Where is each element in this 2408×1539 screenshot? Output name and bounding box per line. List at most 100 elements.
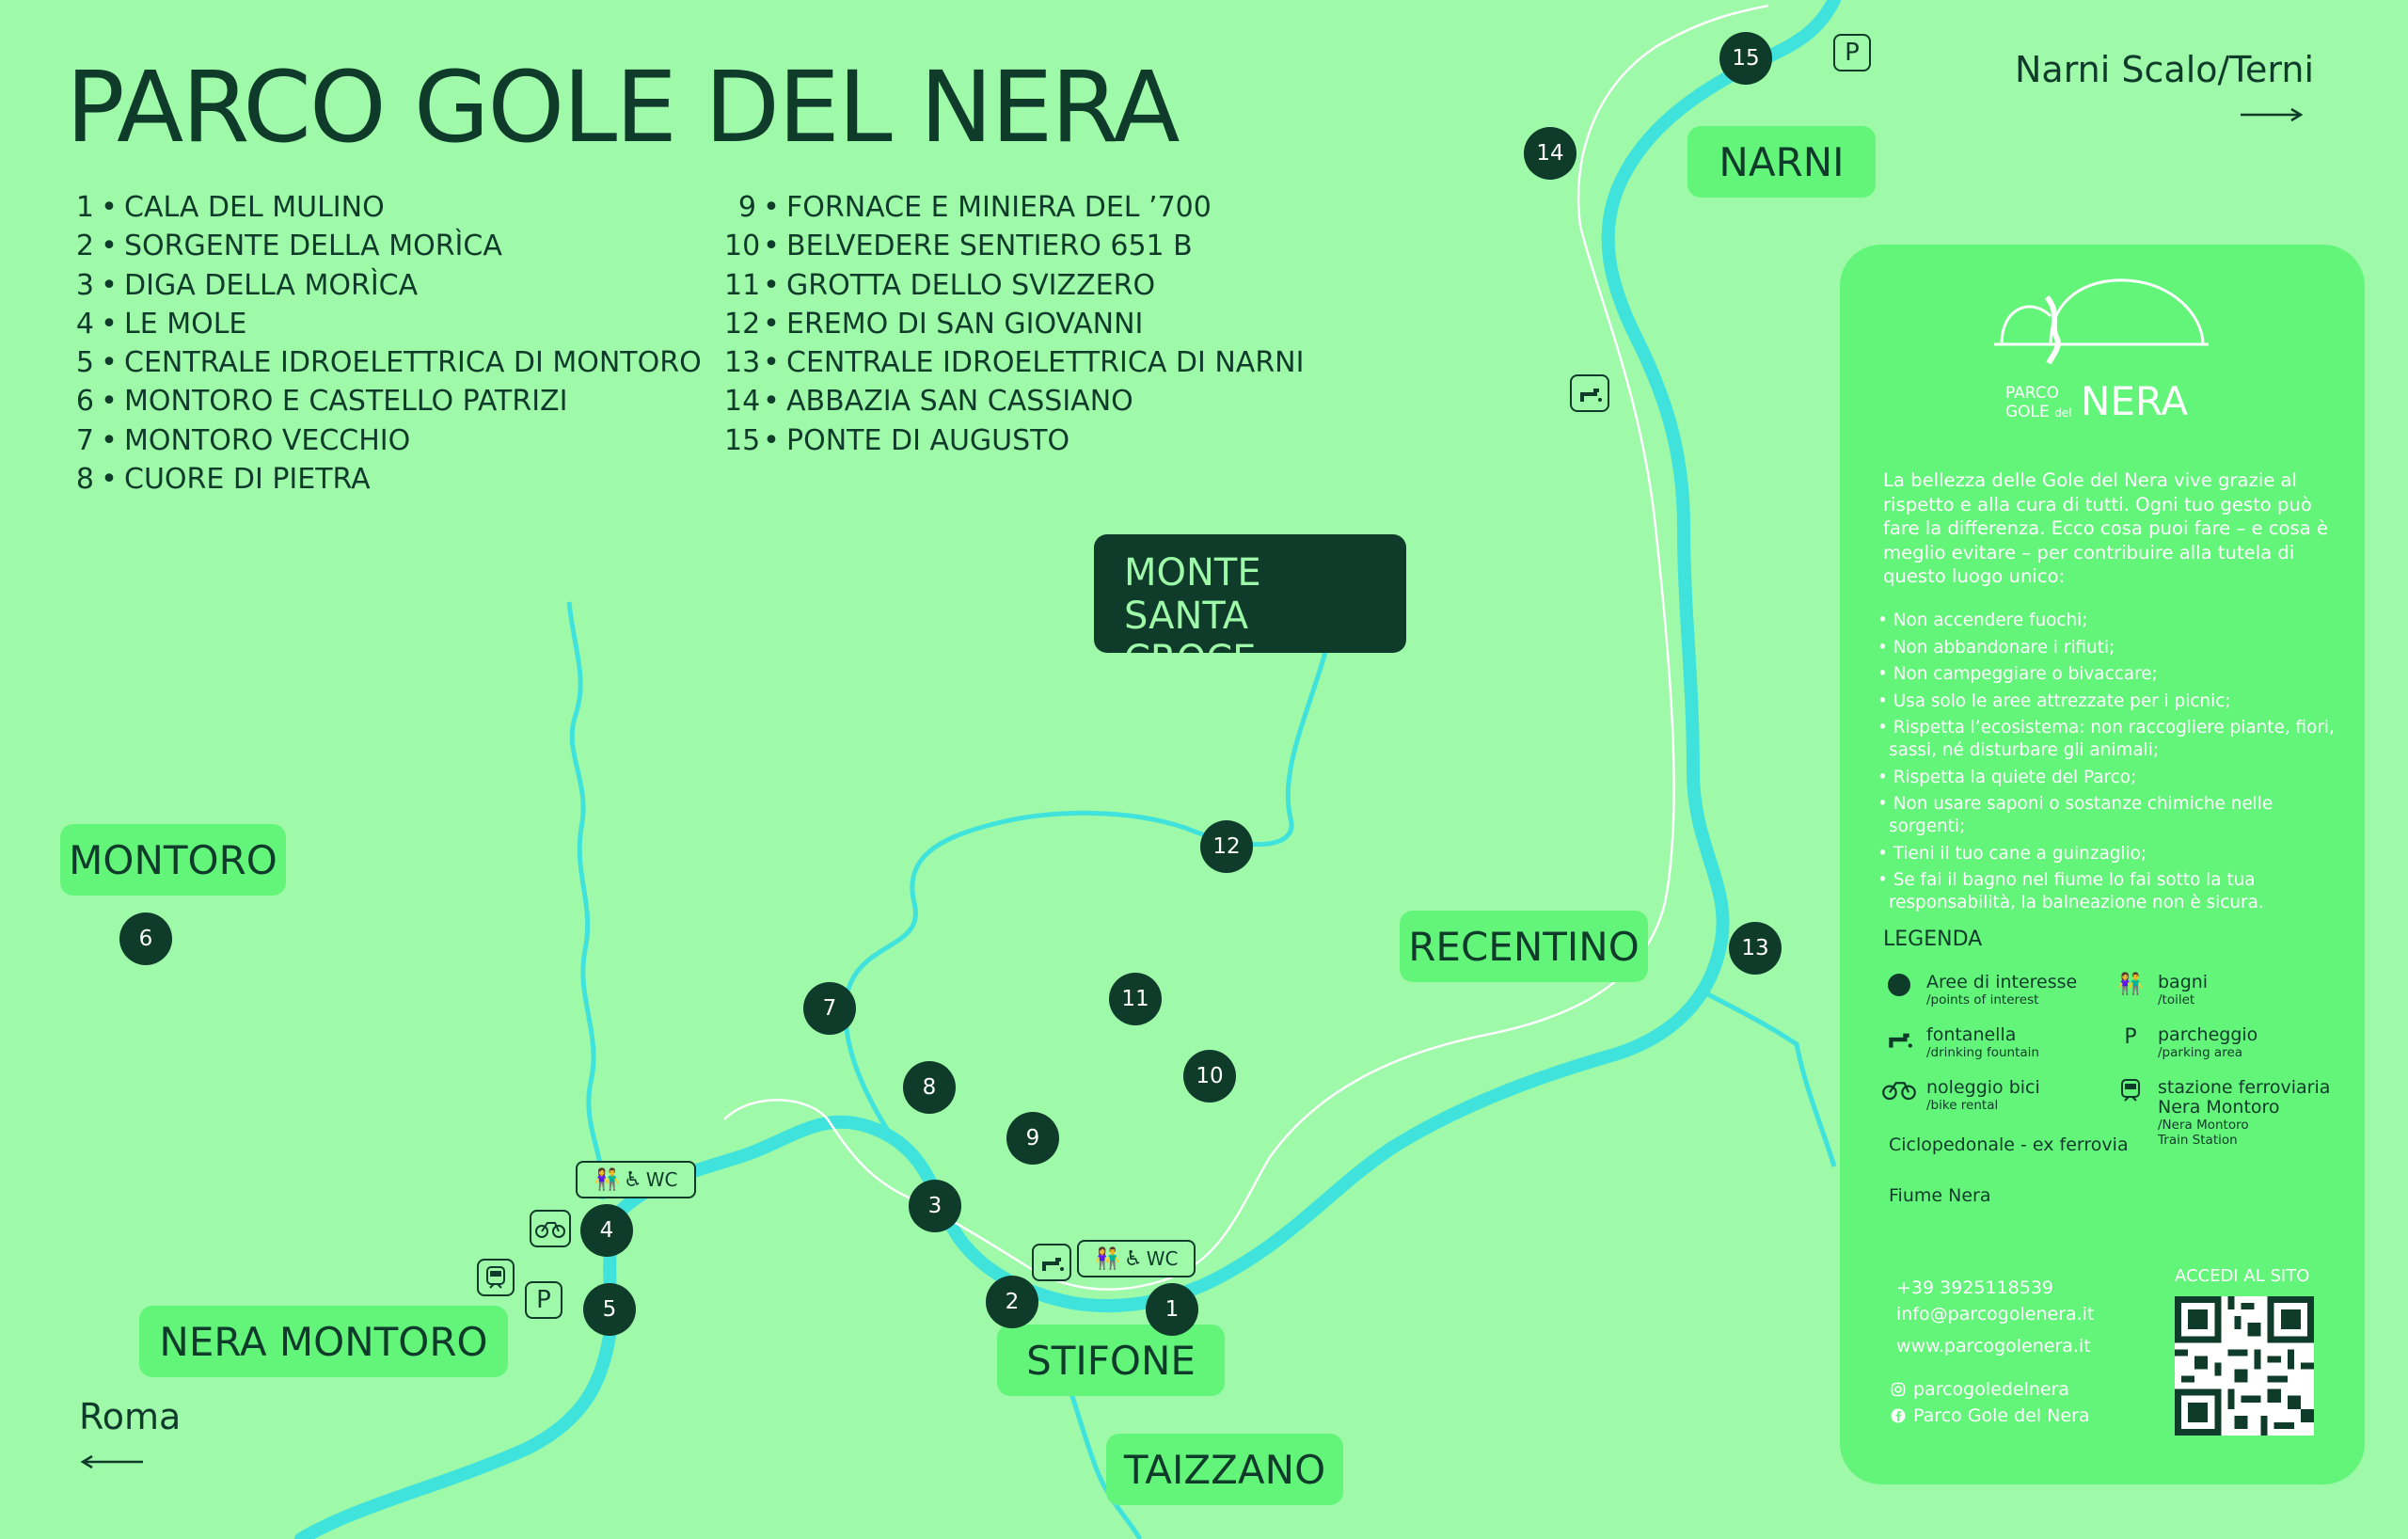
poi-name: DIGA DELLA MORÌCA (124, 268, 419, 302)
accessible-icon: ♿ (1123, 1246, 1143, 1271)
rule-item: • Rispetta la quiete del Parco; (1877, 767, 2137, 787)
place-label-montoro: MONTORO (60, 824, 286, 896)
legend-sub: Train Station (2158, 1133, 2238, 1148)
bullet-icon: • (101, 230, 118, 263)
map-marker-13[interactable]: 13 (1729, 922, 1782, 975)
map-marker-12[interactable]: 12 (1200, 820, 1253, 873)
place-label-taizzano: TAIZZANO (1106, 1434, 1343, 1505)
bullet-icon: • (763, 346, 780, 380)
legend-sub: /points of interest (1926, 992, 2039, 1007)
poi-name: GROTTA DELLO SVIZZERO (786, 268, 1156, 302)
legend-label: stazione ferroviaria (2158, 1077, 2331, 1098)
contact-website[interactable]: www.parcogolenera.it (1896, 1336, 2091, 1357)
logo-text-gole: GOLE (2005, 403, 2050, 421)
bullet-icon: • (763, 268, 780, 302)
legend-sub: /Nera Montoro (2158, 1118, 2249, 1133)
drinking-fountain-icon (1032, 1244, 1071, 1281)
rule-text: Usa solo le aree attrezzate per i picnic… (1893, 690, 2231, 711)
rule-text: Non accendere fuochi; (1893, 611, 2088, 630)
poi-item: 2•SORGENTE DELLA MORÌCA (62, 227, 702, 265)
poi-number: 1 (75, 191, 94, 224)
place-label-line: SANTA CROCE (1124, 595, 1257, 681)
access-site-label: ACCEDI AL SITO (2175, 1266, 2310, 1286)
rule-text: Se fai il bagno nel fiume lo fai sotto l… (1889, 870, 2264, 912)
bullet-icon: • (763, 423, 780, 457)
poi-list-right: 9•FORNACE E MINIERA DEL ’700 10•BELVEDER… (724, 188, 1304, 460)
place-label-stifone: STIFONE (997, 1325, 1225, 1396)
poi-number: 15 (724, 423, 761, 457)
map-marker-7[interactable]: 7 (803, 982, 856, 1035)
bike-rental-icon (530, 1210, 571, 1247)
map-marker-5[interactable]: 5 (583, 1283, 636, 1336)
poi-item: 4•LE MOLE (62, 305, 702, 343)
bike-icon (1882, 1082, 1916, 1101)
poi-name: SORGENTE DELLA MORÌCA (124, 230, 502, 263)
map-marker-4[interactable]: 4 (580, 1204, 633, 1257)
poi-number: 9 (737, 191, 756, 224)
poi-item: 1•CALA DEL MULINO (62, 188, 702, 227)
bullet-icon: • (101, 385, 118, 419)
legend-sub: /toilet (2158, 992, 2195, 1007)
poi-number: 14 (724, 385, 761, 419)
poi-name: EREMO DI SAN GIOVANNI (786, 307, 1144, 341)
poi-item: 6•MONTORO E CASTELLO PATRIZI (62, 382, 702, 420)
bullet-icon: • (763, 230, 780, 263)
rule-text: Non usare saponi o sostanze chimiche nel… (1889, 794, 2273, 836)
contact-facebook[interactable]: Parco Gole del Nera (1891, 1405, 2090, 1426)
bullet-icon: • (101, 268, 118, 302)
legend-bike: noleggio bici/bike rental (1881, 1078, 2040, 1113)
legend-river-label: Fiume Nera (1889, 1185, 1991, 1206)
bullet-icon: • (101, 307, 118, 341)
logo-text-del: del (2054, 406, 2072, 420)
poi-name: LE MOLE (124, 307, 247, 341)
map-marker-10[interactable]: 10 (1183, 1050, 1236, 1103)
logo-text-parco: PARCO (2005, 384, 2060, 403)
map-marker-15[interactable]: 15 (1719, 32, 1772, 85)
contact-instagram[interactable]: parcogoledelnera (1891, 1379, 2069, 1400)
bullet-icon: • (763, 385, 780, 419)
map-marker-14[interactable]: 14 (1524, 127, 1576, 180)
contact-phone[interactable]: +39 3925118539 (1896, 1277, 2054, 1298)
legend-label: noleggio bici (1926, 1077, 2040, 1098)
facebook-page: Parco Gole del Nera (1913, 1405, 2090, 1426)
poi-name: CALA DEL MULINO (124, 191, 385, 224)
parking-icon: P (1833, 34, 1871, 71)
map-marker-2[interactable]: 2 (986, 1276, 1038, 1328)
map-marker-9[interactable]: 9 (1006, 1112, 1059, 1165)
poi-dot-icon (1888, 974, 1910, 996)
panel-intro-text: La bellezza delle Gole del Nera vive gra… (1883, 469, 2329, 588)
contact-email[interactable]: info@parcogolenera.it (1896, 1304, 2095, 1325)
legend-toilet: 👫 bagni/toilet (2113, 973, 2208, 1008)
map-marker-11[interactable]: 11 (1109, 973, 1162, 1025)
poi-number: 12 (724, 307, 761, 341)
rules-list: • Non accendere fuochi; • Non abbandonar… (1877, 610, 2348, 919)
legend-poi: Aree di interesse/points of interest (1881, 973, 2077, 1007)
poi-item: 8•CUORE DI PIETRA (62, 460, 702, 499)
poi-item: 13•CENTRALE IDROELETTRICA DI NARNI (724, 343, 1304, 382)
toilet-icon: 👫♿WC (576, 1161, 696, 1198)
map-marker-1[interactable]: 1 (1146, 1283, 1198, 1336)
place-label-recentino: RECENTINO (1400, 911, 1648, 982)
parking-icon: P (2124, 1025, 2137, 1049)
map-marker-8[interactable]: 8 (903, 1061, 956, 1114)
poi-number: 11 (724, 268, 761, 302)
instagram-handle: parcogoledelnera (1913, 1379, 2070, 1400)
map-marker-6[interactable]: 6 (119, 912, 172, 965)
toilet-icon: 👫♿WC (1077, 1240, 1196, 1277)
map-marker-3[interactable]: 3 (909, 1180, 961, 1232)
legend-label: parcheggio (2158, 1024, 2258, 1045)
qr-code-icon[interactable] (2175, 1296, 2314, 1436)
poi-item: 3•DIGA DELLA MORÌCA (62, 266, 702, 305)
legend-label: fontanella (1926, 1024, 2017, 1045)
arrow-right-icon (2241, 107, 2304, 122)
rule-item: • Se fai il bagno nel fiume lo fai sotto… (1877, 870, 2264, 912)
rule-text: Non abbandonare i rifiuti; (1893, 637, 2115, 658)
legend-label: Nera Montoro (2158, 1097, 2280, 1118)
bullet-icon: • (763, 307, 780, 341)
accessible-icon: ♿ (623, 1167, 642, 1192)
bullet-icon: • (101, 346, 118, 380)
train-station-icon (477, 1259, 515, 1296)
direction-west-label: Roma (79, 1396, 182, 1437)
rule-text: Rispetta la quiete del Parco; (1893, 767, 2137, 787)
